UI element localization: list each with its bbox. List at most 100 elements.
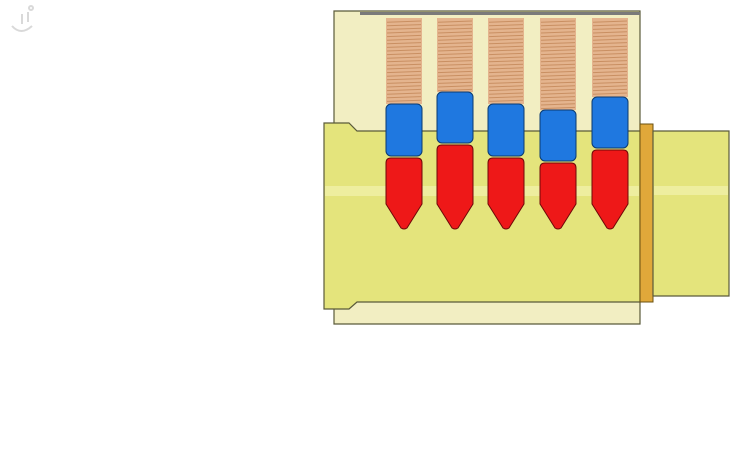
spring-coil: [540, 70, 576, 74]
plug-highlight: [325, 186, 639, 196]
pin-stacks: [385, 18, 629, 230]
spring-coil: [437, 60, 473, 63]
spring-coil: [488, 38, 524, 41]
spring-coil: [592, 56, 628, 59]
spring-coil: [386, 81, 422, 84]
spring-coil: [386, 31, 422, 34]
smile-logo-icon: [11, 5, 34, 32]
spring-coil: [488, 67, 524, 70]
spring-coil: [592, 60, 628, 63]
spring-coil: [488, 34, 524, 38]
spring-coil: [488, 60, 524, 63]
spring-coil: [488, 49, 524, 52]
spring-coil: [540, 92, 576, 95]
spring-coil: [592, 24, 628, 27]
pin-stack-1: [385, 18, 423, 230]
tail-highlight: [654, 186, 728, 195]
spring-coil: [437, 34, 473, 38]
spring-coil: [386, 63, 422, 66]
spring-coil: [540, 63, 576, 66]
spring-coil: [592, 92, 628, 95]
spring-coil: [592, 74, 628, 77]
spring-coil: [488, 74, 524, 77]
spring-coil: [592, 38, 628, 41]
spring-coil: [592, 31, 628, 34]
spring-coil: [592, 20, 628, 23]
spring-coil: [540, 106, 576, 110]
spring-coil: [592, 27, 628, 30]
spring-coil: [488, 42, 524, 45]
spring-coil: [437, 38, 473, 41]
spring-coil: [386, 24, 422, 27]
pin-stack-2: [436, 18, 474, 230]
spring-coil: [540, 60, 576, 63]
spring-coil: [437, 85, 473, 88]
spring-coil: [437, 70, 473, 74]
spring-coil: [488, 99, 524, 102]
spring-coil: [540, 67, 576, 70]
spring-coil: [386, 38, 422, 41]
spring-coil: [386, 96, 422, 99]
spring-coil: [437, 67, 473, 70]
spring-coil: [386, 34, 422, 38]
spring-coil: [488, 31, 524, 34]
spring-coil: [592, 88, 628, 92]
spring-coil: [540, 24, 576, 27]
spring-coil: [540, 74, 576, 77]
spring-coil: [540, 99, 576, 102]
spring-coil: [488, 56, 524, 59]
spring-coil: [540, 20, 576, 23]
spring-coil: [386, 78, 422, 81]
spring-coil: [488, 52, 524, 56]
spring-coil: [488, 63, 524, 66]
pin-stack-5: [591, 18, 629, 230]
spring-coil: [386, 49, 422, 52]
key-pin: [385, 157, 423, 230]
spring-coil: [488, 20, 524, 23]
spring-coil: [386, 99, 422, 102]
key-pin: [436, 144, 474, 230]
spring-coil: [488, 85, 524, 88]
pin-stack-4: [539, 18, 577, 230]
spring-coil: [540, 42, 576, 45]
spring-coil: [592, 78, 628, 81]
spring-coil: [488, 27, 524, 30]
spring-coil: [386, 27, 422, 30]
spring-coil: [386, 56, 422, 59]
key-pin: [539, 162, 577, 230]
spring-coil: [540, 52, 576, 56]
spring-coil: [386, 20, 422, 23]
key-pin: [591, 149, 629, 230]
spring-coil: [386, 85, 422, 88]
spring-coil: [386, 52, 422, 56]
spring-coil: [437, 63, 473, 66]
spring-coil: [437, 45, 473, 48]
spring-coil: [592, 52, 628, 56]
pin-stack-3: [487, 18, 525, 230]
spring-coil: [488, 78, 524, 81]
spring-coil: [437, 27, 473, 30]
spring-coil: [386, 74, 422, 77]
spring-coil: [437, 49, 473, 52]
spring-coil: [540, 49, 576, 52]
spring-coil: [592, 85, 628, 88]
spring-coil: [592, 45, 628, 48]
spring-coil: [540, 85, 576, 88]
spring-coil: [488, 92, 524, 95]
driver-pin: [385, 103, 423, 157]
spring-coil: [386, 45, 422, 48]
spring-coil: [592, 67, 628, 70]
spring-coil: [540, 81, 576, 84]
spring-coil: [437, 20, 473, 23]
spring-coil: [540, 88, 576, 92]
spring-coil: [592, 49, 628, 52]
spring-coil: [437, 56, 473, 59]
spring-coil: [386, 60, 422, 63]
spring-coil: [592, 63, 628, 66]
key-pin: [487, 157, 525, 230]
spring-coil: [437, 24, 473, 27]
spring-coil: [540, 56, 576, 59]
spring-coil: [540, 31, 576, 34]
driver-pin: [436, 91, 474, 144]
